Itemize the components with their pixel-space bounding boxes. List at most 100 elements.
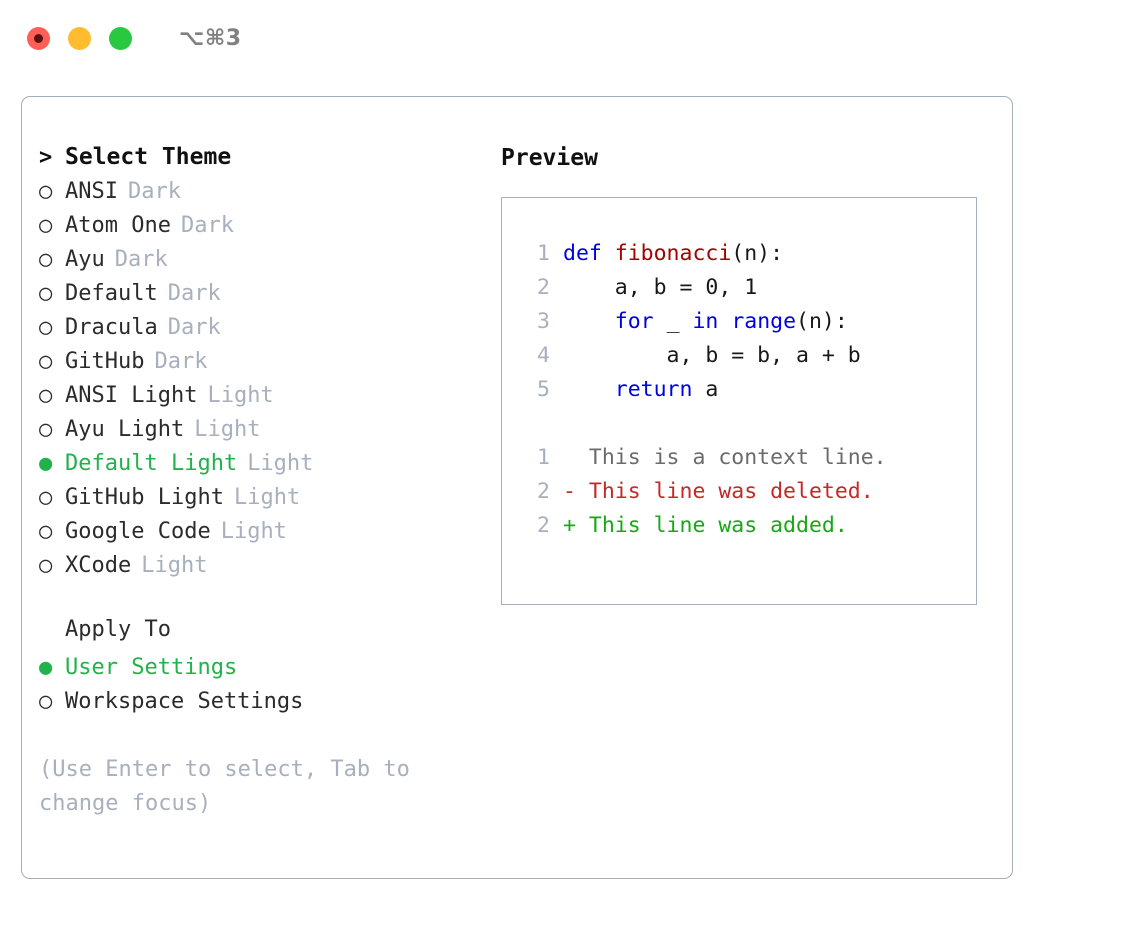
recording-indicator-icon bbox=[34, 33, 43, 43]
theme-option-label: Google Code bbox=[65, 519, 211, 544]
radio-selected-icon[interactable]: ● bbox=[39, 451, 53, 476]
code-line: 3 for _ in range(n): bbox=[520, 309, 976, 343]
line-number: 1 bbox=[537, 241, 550, 266]
theme-option-label: Default bbox=[65, 281, 158, 306]
list-gap-spacer bbox=[39, 583, 479, 617]
select-theme-header: > Select Theme bbox=[39, 141, 479, 175]
theme-variant-tag: Light bbox=[233, 485, 301, 510]
theme-option-label: XCode bbox=[65, 553, 132, 578]
code-token: _ bbox=[653, 309, 693, 334]
code-text: for _ in range(n): bbox=[563, 309, 848, 334]
apply-to-option-row[interactable]: ● User Settings bbox=[39, 651, 479, 685]
traffic-light-buttons bbox=[27, 26, 132, 50]
apply-to-option-label: Workspace Settings bbox=[65, 689, 304, 714]
theme-variant-tag: Dark bbox=[167, 281, 221, 306]
apply-to-option-label: User Settings bbox=[65, 655, 238, 680]
radio-unselected-icon[interactable]: ○ bbox=[39, 383, 53, 408]
radio-unselected-icon[interactable]: ○ bbox=[39, 519, 53, 544]
code-text: a, b = b, a + b bbox=[563, 343, 861, 368]
radio-unselected-icon[interactable]: ○ bbox=[39, 247, 53, 272]
code-token: def bbox=[563, 241, 615, 266]
code-token: a bbox=[692, 377, 719, 402]
minimize-button[interactable] bbox=[68, 26, 91, 50]
theme-option-row[interactable]: ● Default Light Light bbox=[39, 447, 479, 481]
close-button[interactable] bbox=[27, 26, 50, 50]
radio-unselected-icon[interactable]: ○ bbox=[39, 689, 53, 714]
code-token: for bbox=[614, 309, 654, 334]
theme-option-label: GitHub bbox=[65, 349, 145, 374]
theme-option-label: Ayu Light bbox=[65, 417, 185, 442]
theme-option-label: Atom One bbox=[65, 213, 171, 238]
preview-box: 1 def fibonacci(n): 2 a, b = 0, 1 3 for _ i… bbox=[501, 197, 977, 605]
radio-unselected-icon[interactable]: ○ bbox=[39, 315, 53, 340]
line-number: 5 bbox=[537, 377, 550, 402]
diff-line: 1 This is a context line. bbox=[520, 445, 976, 479]
code-token: (n): bbox=[731, 241, 784, 266]
apply-to-option-list: ● User Settings ○ Workspace Settings bbox=[39, 651, 479, 719]
keyboard-shortcut-label: ⌥⌘3 bbox=[179, 25, 242, 51]
diff-line: 2- This line was deleted. bbox=[520, 479, 976, 513]
theme-variant-tag: Dark bbox=[114, 247, 168, 272]
code-line: 5 return a bbox=[520, 377, 976, 411]
theme-variant-tag: Light bbox=[207, 383, 274, 408]
theme-variant-tag: Light bbox=[194, 417, 261, 442]
diff-sample: 1 This is a context line.2- This line wa… bbox=[520, 445, 976, 547]
theme-variant-tag: Dark bbox=[127, 179, 181, 204]
radio-unselected-icon[interactable]: ○ bbox=[39, 485, 53, 510]
line-number: 2 bbox=[537, 513, 550, 538]
radio-unselected-icon[interactable]: ○ bbox=[39, 179, 53, 204]
hint-gap-spacer bbox=[39, 719, 479, 753]
diff-text: This is a context line. bbox=[563, 445, 887, 470]
diff-text: - This line was deleted. bbox=[563, 479, 874, 504]
radio-unselected-icon[interactable]: ○ bbox=[39, 281, 53, 306]
code-text: def fibonacci(n): bbox=[563, 241, 783, 266]
radio-unselected-icon[interactable]: ○ bbox=[39, 417, 53, 442]
theme-variant-tag: Light bbox=[220, 519, 287, 544]
code-token bbox=[718, 309, 731, 334]
apply-to-option-row[interactable]: ○ Workspace Settings bbox=[39, 685, 479, 719]
code-token bbox=[563, 377, 615, 402]
code-line: 4 a, b = b, a + b bbox=[520, 343, 976, 377]
theme-variant-tag: Dark bbox=[167, 315, 221, 340]
line-number: 2 bbox=[537, 275, 550, 300]
theme-option-row[interactable]: ○ ANSI Light Light bbox=[39, 379, 479, 413]
theme-option-row[interactable]: ○ Ayu Dark bbox=[39, 243, 479, 277]
preview-title: Preview bbox=[501, 145, 598, 171]
theme-option-label: Default Light bbox=[65, 451, 238, 476]
theme-option-label: GitHub Light bbox=[65, 485, 224, 510]
preview-column: Preview 1 def fibonacci(n): 2 a, b = 0, 1 3… bbox=[501, 141, 991, 605]
line-number: 4 bbox=[537, 343, 550, 368]
code-token: a, b = 0, 1 bbox=[563, 275, 758, 300]
select-theme-title: Select Theme bbox=[65, 144, 232, 170]
code-text: a, b = 0, 1 bbox=[563, 275, 757, 300]
theme-option-label: ANSI Light bbox=[65, 383, 198, 408]
keyboard-hint-text: (Use Enter to select, Tab to change focu… bbox=[39, 757, 424, 816]
radio-selected-icon[interactable]: ● bbox=[39, 655, 53, 680]
apply-to-title: Apply To bbox=[65, 617, 171, 642]
radio-unselected-icon[interactable]: ○ bbox=[39, 213, 53, 238]
theme-variant-tag: Light bbox=[247, 451, 314, 476]
theme-option-label: Ayu bbox=[65, 247, 105, 272]
radio-unselected-icon[interactable]: ○ bbox=[39, 349, 53, 374]
maximize-button[interactable] bbox=[109, 26, 132, 50]
theme-option-row[interactable]: ○ Ayu Light Light bbox=[39, 413, 479, 447]
radio-unselected-icon[interactable]: ○ bbox=[39, 553, 53, 578]
theme-option-row[interactable]: ○ GitHub Light Light bbox=[39, 481, 479, 515]
code-token: in bbox=[692, 309, 719, 334]
theme-option-row[interactable]: ○ Default Dark bbox=[39, 277, 479, 311]
code-diff-spacer bbox=[520, 411, 976, 445]
code-line: 1 def fibonacci(n): bbox=[520, 241, 976, 275]
diff-text: + This line was added. bbox=[563, 513, 848, 538]
code-token: a, b = b, a + b bbox=[563, 343, 861, 368]
diff-line: 2 + This line was added. bbox=[520, 513, 976, 547]
code-token: return bbox=[614, 377, 693, 402]
code-text: return a bbox=[563, 377, 719, 402]
theme-option-row[interactable]: ○ Google Code Light bbox=[39, 515, 479, 549]
